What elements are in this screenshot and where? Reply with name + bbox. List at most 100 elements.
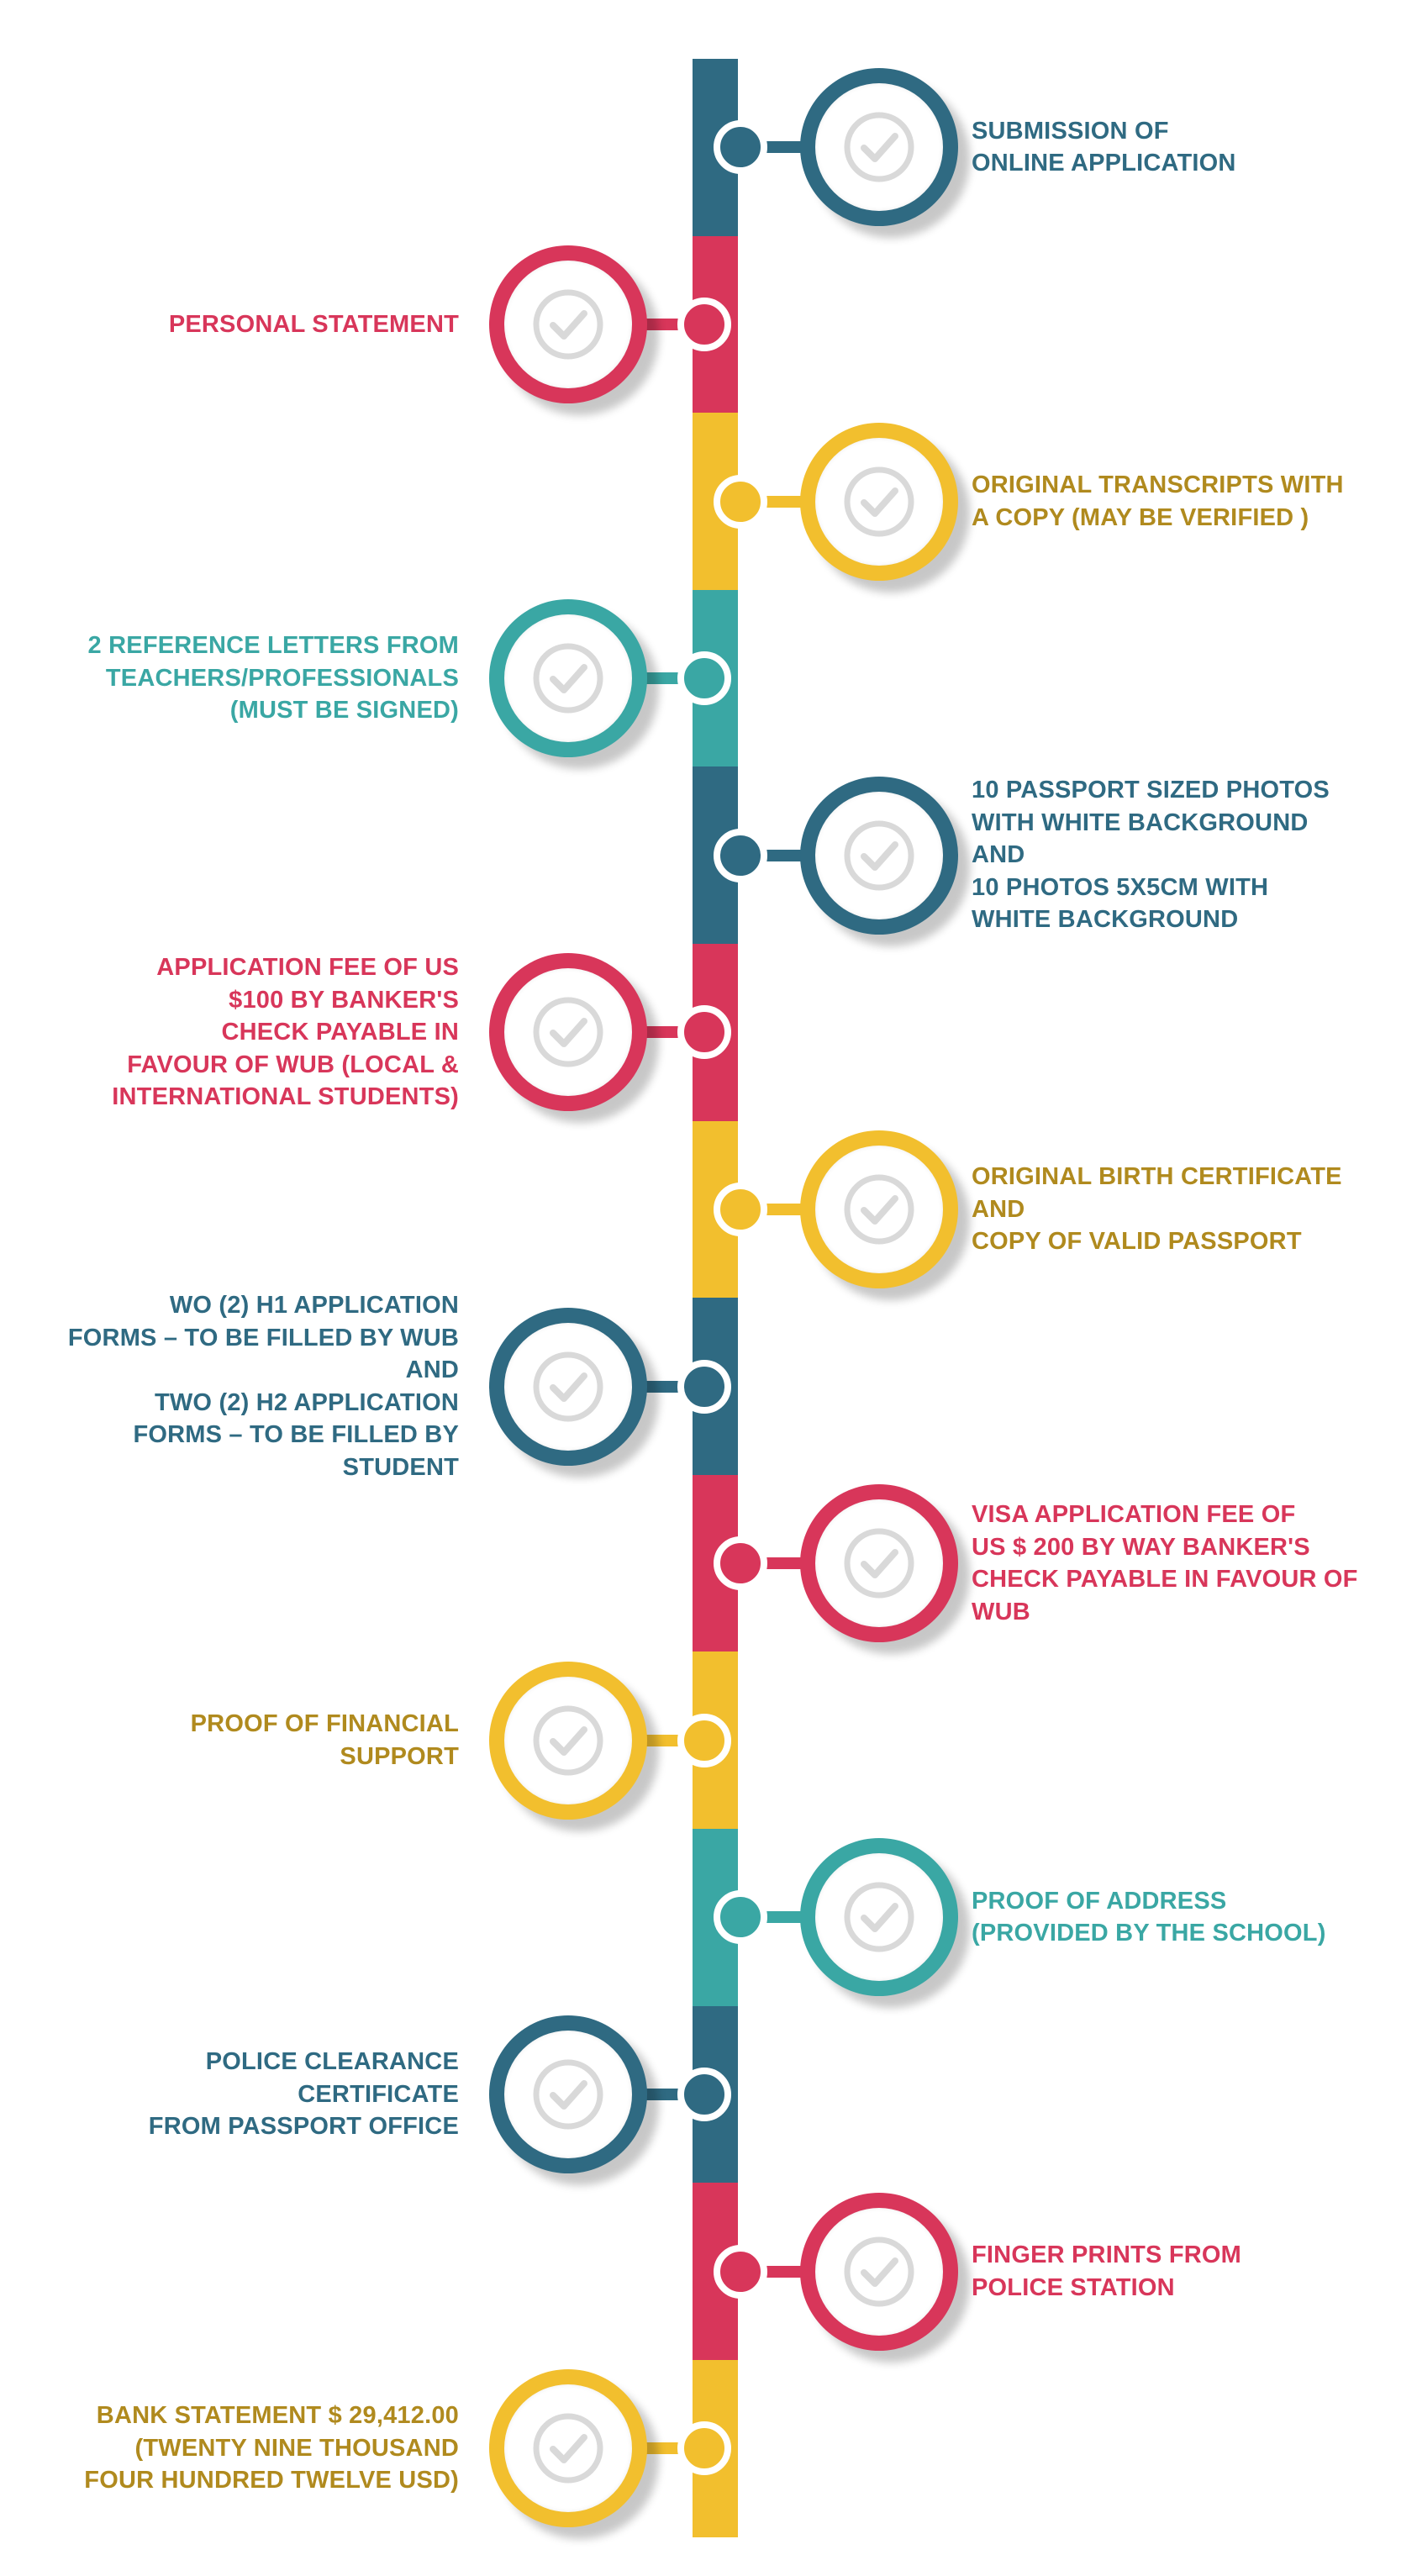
step-label-line: $100 BY BANKER'S	[229, 986, 459, 1014]
junction-dot	[714, 1890, 767, 1945]
checkmark-circle-icon	[533, 1351, 603, 1421]
step-label-line: PROOF OF FINANCIAL	[190, 1710, 459, 1738]
checkmark-circle-icon	[533, 997, 603, 1067]
junction-dot	[677, 1713, 731, 1767]
step-label-line: WITH WHITE BACKGROUND	[972, 809, 1309, 836]
step-label: 10 PASSPORT SIZED PHOTOS WITH WHITE BACKG…	[972, 774, 1330, 936]
junction-dot	[677, 651, 731, 706]
checkmark-circle-icon	[533, 643, 603, 714]
step-label-line: ONLINE APPLICATION	[972, 150, 1236, 177]
step-label: PROOF OF FINANCIAL SUPPORT	[191, 1708, 459, 1773]
step-label-line: INTERNATIONAL STUDENTS)	[112, 1083, 459, 1111]
checkmark-circle-icon	[533, 1705, 603, 1776]
step-ring	[489, 953, 647, 1112]
step-label-line: (TWENTY NINE THOUSAND	[134, 2434, 459, 2462]
step-ring	[489, 2015, 647, 2173]
step-label-line: (MUST BE SIGNED)	[229, 697, 459, 724]
step-ring	[800, 1838, 958, 1997]
step-ring	[800, 2192, 958, 2351]
step-label-line: 10 PASSPORT SIZED PHOTOS	[972, 777, 1330, 804]
junction-dot	[677, 297, 731, 351]
step-ring	[800, 1130, 958, 1288]
step-ring	[489, 2369, 647, 2528]
junction-dot	[677, 1005, 731, 1060]
ring-inner	[815, 1853, 943, 1982]
step-label-line: AND	[972, 841, 1025, 869]
ring-inner	[504, 260, 632, 388]
step-label: SUBMISSION OF ONLINE APPLICATION	[972, 115, 1236, 180]
ring-inner	[815, 1499, 943, 1628]
step-label: ORIGINAL TRANSCRIPTS WITH A COPY (MAY BE …	[972, 469, 1344, 534]
checkmark-circle-icon	[844, 1528, 914, 1599]
junction-dot	[714, 2244, 767, 2299]
step-label-line: A COPY (MAY BE VERIFIED )	[972, 503, 1309, 531]
step-label-line: TWO (2) H2 APPLICATION	[154, 1388, 459, 1416]
junction-dot	[714, 474, 767, 529]
step-label-line: 2 REFERENCE LETTERS FROM	[87, 632, 459, 660]
step-label-line: WHITE BACKGROUND	[972, 906, 1239, 934]
ring-inner	[504, 614, 632, 743]
step-label-line: WO (2) H1 APPLICATION	[169, 1292, 459, 1319]
step-label-line: APPLICATION FEE OF US	[156, 954, 459, 982]
step-label-line: COPY OF VALID PASSPORT	[972, 1228, 1302, 1256]
checkmark-circle-icon	[533, 289, 603, 360]
step-label-line: (PROVIDED BY THE SCHOOL)	[972, 1920, 1326, 1947]
step-ring	[489, 1661, 647, 1820]
step-label-line: PROOF OF ADDRESS	[972, 1887, 1227, 1915]
ring-inner	[504, 968, 632, 1097]
step-label-line: SUBMISSION OF	[972, 117, 1169, 145]
step-label-line: WUB	[972, 1598, 1030, 1625]
step-label: PROOF OF ADDRESS (PROVIDED BY THE SCHOOL)	[972, 1885, 1326, 1950]
step-label-line: ORIGINAL TRANSCRIPTS WITH	[972, 471, 1344, 498]
step-label-line: VISA APPLICATION FEE OF	[972, 1501, 1296, 1529]
step-label: PERSONAL STATEMENT	[169, 308, 459, 341]
step-label-line: AND	[972, 1195, 1025, 1223]
checkmark-circle-icon	[844, 1174, 914, 1245]
step-label-line: FROM PASSPORT OFFICE	[148, 2113, 459, 2141]
ring-inner	[504, 2384, 632, 2513]
junction-dot	[677, 1359, 731, 1414]
junction-dot	[714, 120, 767, 175]
step-label: 2 REFERENCE LETTERS FROM TEACHERS/PROFESS…	[88, 630, 459, 727]
step-label-line: CERTIFICATE	[298, 2080, 459, 2108]
step-label-line: POLICE STATION	[972, 2273, 1175, 2301]
ring-inner	[815, 2207, 943, 2336]
ring-inner	[504, 2030, 632, 2158]
step-ring	[489, 1307, 647, 1466]
step-label: VISA APPLICATION FEE OF US $ 200 BY WAY B…	[972, 1499, 1358, 1628]
checkmark-circle-icon	[844, 112, 914, 182]
ring-inner	[815, 83, 943, 212]
checkmark-circle-icon	[844, 1882, 914, 1952]
junction-dot	[677, 2067, 731, 2121]
junction-dot	[714, 1536, 767, 1591]
step-label-line: CHECK PAYABLE IN	[221, 1019, 459, 1046]
step-label-line: CHECK PAYABLE IN FAVOUR OF	[972, 1566, 1358, 1594]
ring-inner	[504, 1676, 632, 1804]
step-label-line: STUDENT	[342, 1453, 459, 1481]
step-label-line: FINGER PRINTS FROM	[972, 2241, 1241, 2268]
step-label-line: SUPPORT	[340, 1742, 459, 1770]
step-label-line: BANK STATEMENT $ 29,412.00	[96, 2402, 459, 2430]
junction-dot	[714, 1182, 767, 1236]
step-ring	[800, 776, 958, 935]
step-ring	[800, 1484, 958, 1643]
step-label-line: FAVOUR OF WUB (LOCAL &	[127, 1051, 459, 1078]
step-ring	[800, 68, 958, 227]
junction-dot	[677, 2421, 731, 2476]
step-label-line: US $ 200 BY WAY BANKER'S	[972, 1533, 1310, 1561]
junction-dot	[714, 828, 767, 882]
step-ring	[489, 599, 647, 758]
step-label-line: FOUR HUNDRED TWELVE USD)	[84, 2467, 459, 2494]
step-ring	[800, 422, 958, 581]
ring-inner	[504, 1322, 632, 1451]
ring-inner	[815, 1145, 943, 1273]
step-label-line: AND	[405, 1356, 459, 1383]
checkmark-circle-icon	[844, 820, 914, 891]
checkmark-circle-icon	[533, 2413, 603, 2484]
step-label: BANK STATEMENT $ 29,412.00 (TWENTY NINE T…	[84, 2400, 459, 2497]
checkmark-circle-icon	[533, 2059, 603, 2130]
step-label-line: TEACHERS/PROFESSIONALS	[105, 664, 459, 692]
